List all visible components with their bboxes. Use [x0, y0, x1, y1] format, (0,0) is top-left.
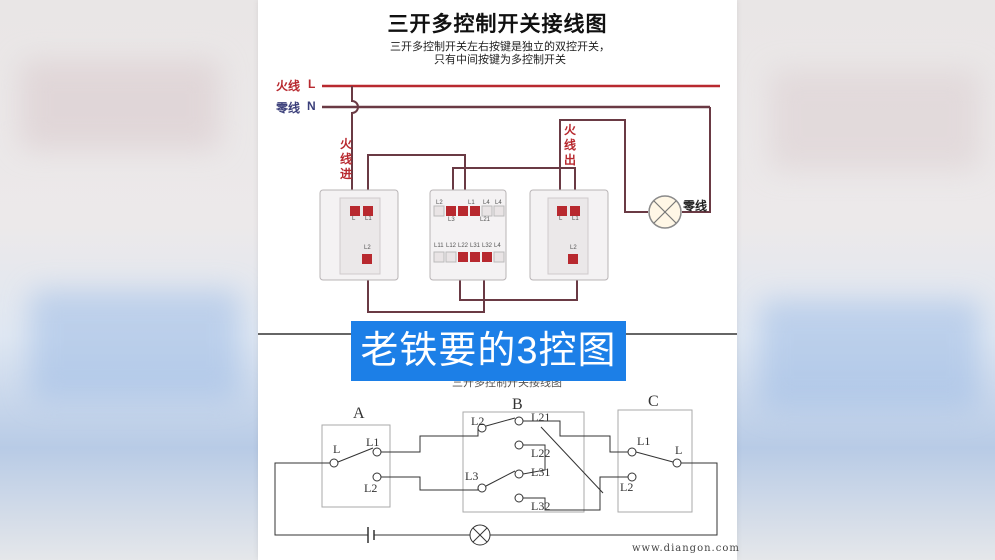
middle-switch-body: [429, 189, 507, 281]
b-terminal-l2: L2: [471, 414, 485, 428]
left-switch-body: [319, 189, 399, 281]
terminal-label: L22: [458, 243, 469, 249]
c-terminal-l: L: [675, 443, 683, 457]
a-terminal-l1: L1: [366, 435, 380, 449]
terminal-label: L2: [364, 245, 371, 251]
lamp-neutral-label: 零线: [683, 199, 708, 213]
terminal-label: L: [352, 216, 356, 222]
live-in-char: 线: [339, 152, 352, 166]
terminal-label: L1: [572, 216, 579, 222]
b-terminal-l3: L3: [465, 469, 479, 483]
bg-blur-shape: [30, 290, 240, 400]
live-out-label: 火 线 出: [563, 123, 577, 168]
neutral-wire-label: 零线: [276, 101, 301, 115]
terminal-label: L1: [365, 216, 372, 222]
terminal-label: L31: [470, 243, 481, 249]
live-in-char: 火: [339, 137, 352, 151]
right-switch-body: [529, 189, 609, 281]
terminal-label: L11: [434, 243, 444, 249]
b-terminal-l21: L21: [531, 410, 551, 424]
terminal-label: L32: [482, 243, 493, 249]
live-in-label: 火 线 进: [339, 137, 353, 182]
live-out-char: 线: [563, 138, 576, 152]
c-terminal-l2: L2: [620, 480, 634, 494]
live-out-char: 火: [563, 123, 576, 137]
caption-banner: 老铁要的3控图: [351, 321, 626, 381]
a-terminal-l2: L2: [364, 481, 378, 495]
diagram-subtitle-line2: 只有中间按键为多控制开关: [434, 54, 566, 66]
neutral-wire-letter: N: [307, 99, 316, 113]
live-out-char: 出: [563, 153, 576, 167]
b-terminal-l22: L22: [531, 446, 551, 460]
b-terminal-l32: L32: [531, 499, 551, 513]
c-terminal-l1: L1: [637, 434, 651, 448]
terminal-label: L12: [446, 243, 457, 249]
live-wire-letter: L: [308, 77, 316, 91]
diagram-subtitle-line1: 三开多控制开关左右按键是独立的双控开关，: [390, 41, 610, 53]
live-in-char: 进: [339, 167, 352, 181]
bg-blur-shape: [20, 60, 220, 150]
terminal-label: L2: [570, 245, 577, 251]
switch-a-label: A: [353, 405, 365, 422]
live-wire-label: 火线: [276, 79, 301, 93]
terminal-label: L21: [480, 217, 491, 223]
switch-b-label: B: [512, 396, 523, 413]
lamp-icon: [648, 195, 682, 229]
diagram-title: 三开多控制开关接线图: [387, 13, 608, 36]
watermark: www.diangon.com: [632, 543, 740, 554]
bg-blur-shape: [760, 300, 980, 410]
b-terminal-l31: L31: [531, 465, 551, 479]
terminal-label: L4: [483, 200, 490, 206]
terminal-label: L3: [448, 217, 455, 223]
terminal-label: L2: [436, 200, 443, 206]
a-terminal-l: L: [333, 442, 341, 456]
switch-c-label: C: [648, 393, 659, 410]
bg-blur-shape: [770, 70, 980, 170]
terminal-label: L4: [495, 200, 502, 206]
terminal-label: L1: [468, 200, 475, 206]
terminal-label: L: [559, 216, 563, 222]
terminal-label: L4: [494, 243, 501, 249]
